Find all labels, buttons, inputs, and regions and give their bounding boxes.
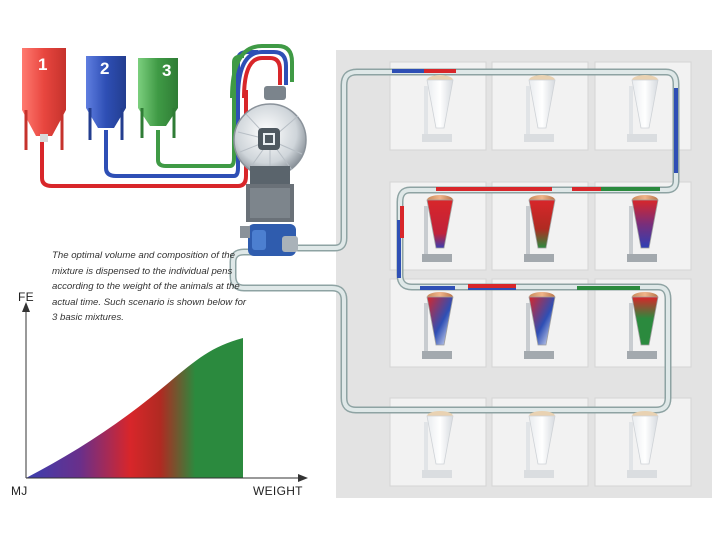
- x-origin-label: MJ: [11, 484, 28, 498]
- silo-1-label: 1: [38, 55, 47, 74]
- feeder: [627, 195, 659, 262]
- feeder: [422, 411, 454, 478]
- feeder: [422, 195, 454, 262]
- description-text: The optimal volume and composition of th…: [52, 250, 247, 324]
- feeder: [627, 75, 659, 142]
- x-axis-label: WEIGHT: [253, 484, 303, 498]
- silo-3: 3: [138, 58, 178, 138]
- feeder: [627, 411, 659, 478]
- feeders: [422, 75, 659, 478]
- x-axis-arrow: [298, 474, 308, 482]
- silo-2-label: 2: [100, 59, 109, 78]
- feeder: [524, 292, 556, 359]
- silo-2: 2: [86, 56, 126, 140]
- feeder: [627, 292, 659, 359]
- silo-1: 1: [22, 48, 66, 150]
- silo-3-label: 3: [162, 61, 171, 80]
- mixer-unit: [233, 86, 307, 256]
- mixture-area: [26, 338, 243, 478]
- y-axis-arrow: [22, 302, 30, 312]
- feeder: [524, 411, 556, 478]
- feeder: [524, 75, 556, 142]
- feeder: [422, 75, 454, 142]
- silo-supply-pipes: [40, 44, 294, 188]
- y-axis-label: FE: [18, 290, 34, 304]
- feeder: [524, 195, 556, 262]
- feeder: [422, 292, 454, 359]
- mixture-graph: [22, 302, 308, 482]
- pipe-feed-segments: [392, 69, 678, 290]
